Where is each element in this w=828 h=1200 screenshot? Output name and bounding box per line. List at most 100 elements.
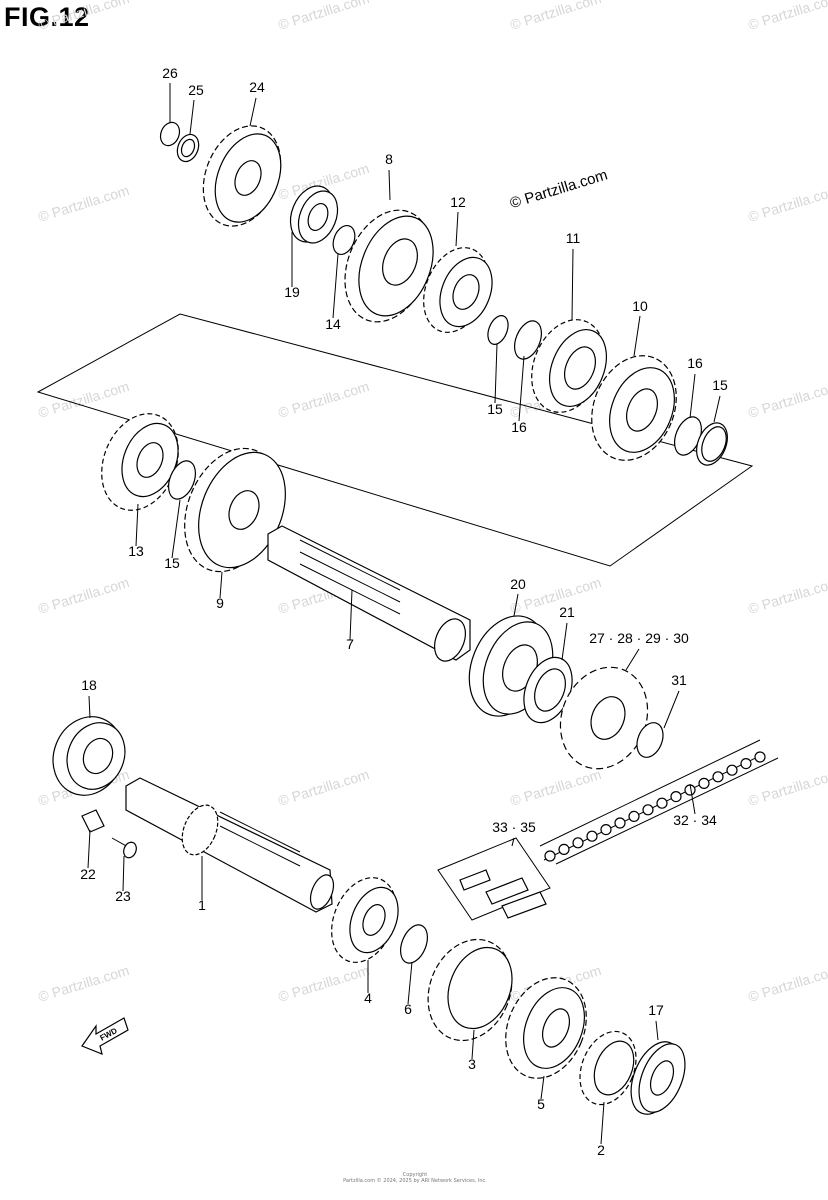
- part-gear-24[interactable]: [189, 114, 295, 237]
- callout-label[interactable]: 3: [468, 1056, 476, 1072]
- part-sprocket-27-30[interactable]: [546, 654, 663, 782]
- leader-line: [455, 211, 459, 247]
- chain-roller: [600, 823, 612, 836]
- part-gear-13[interactable]: [88, 402, 192, 522]
- footer-line-2: Partzilla.com © 2024, 2025 by ARI Networ…: [343, 1178, 487, 1184]
- callout-label[interactable]: 15: [712, 377, 728, 393]
- callout-label[interactable]: 11: [566, 230, 581, 246]
- callout-label[interactable]: 24: [249, 79, 265, 95]
- part-washer-16-a[interactable]: [509, 317, 546, 363]
- callout-label[interactable]: 23: [115, 888, 131, 904]
- callout-label[interactable]: 4: [364, 990, 372, 1006]
- leader-line: [332, 253, 339, 319]
- callout-label[interactable]: 31: [671, 672, 687, 688]
- part-gear-5[interactable]: [491, 966, 600, 1091]
- leader-line: [87, 829, 91, 869]
- part-circlip-26[interactable]: [157, 120, 183, 149]
- callout-label[interactable]: 12: [450, 194, 466, 210]
- leader-line: [135, 503, 139, 547]
- callout-label[interactable]: 19: [284, 284, 300, 300]
- callout-label[interactable]: 18: [81, 677, 97, 693]
- part-screw-23[interactable]: [111, 837, 139, 860]
- part-gear-9[interactable]: [167, 434, 301, 586]
- leader-line: [518, 355, 525, 422]
- watermark-text: © Partzilla.com: [36, 378, 131, 421]
- part-washer-14[interactable]: [329, 222, 359, 257]
- fwd-arrow-icon: FWD: [81, 1017, 129, 1055]
- part-master-link-33-35[interactable]: [437, 837, 551, 921]
- chain-roller: [656, 797, 668, 809]
- callout-label[interactable]: 22: [80, 866, 96, 882]
- callout-label[interactable]: 15: [164, 555, 180, 571]
- part-drive-chain-32-34[interactable]: [539, 739, 779, 865]
- callout-label[interactable]: 8: [385, 151, 393, 167]
- part-circlip-6[interactable]: [395, 921, 432, 967]
- leader-line: [540, 1075, 545, 1100]
- part-bearing-17[interactable]: [621, 1035, 694, 1122]
- part-gear-8[interactable]: [329, 197, 447, 335]
- callout-label[interactable]: 2: [597, 1142, 605, 1158]
- part-bearing-19[interactable]: [283, 180, 345, 249]
- leader-line: [219, 571, 223, 599]
- callout-label[interactable]: 15: [487, 401, 503, 417]
- leader-line: [88, 695, 91, 719]
- callout-label[interactable]: 1: [198, 897, 206, 913]
- callout-label[interactable]: 9: [216, 595, 224, 611]
- part-circlip-15-c[interactable]: [163, 457, 200, 503]
- part-gear-10[interactable]: [577, 343, 692, 473]
- part-gear-12[interactable]: [412, 238, 502, 342]
- leader-line: [561, 622, 568, 661]
- callout-label[interactable]: 17: [648, 1002, 664, 1018]
- part-bearing-18[interactable]: [41, 706, 134, 806]
- part-circlip-15-a[interactable]: [484, 313, 512, 348]
- callout-label[interactable]: 16: [687, 355, 703, 371]
- watermark-text: © Partzilla.com: [36, 182, 131, 225]
- callout-label[interactable]: 26: [162, 65, 178, 81]
- part-washer-25[interactable]: [173, 131, 202, 164]
- chain-roller: [572, 837, 584, 849]
- callout-label[interactable]: 10: [632, 298, 648, 314]
- part-gear-4[interactable]: [320, 868, 409, 972]
- part-driveshaft-1[interactable]: [125, 777, 338, 913]
- watermark-text: © Partzilla.com: [36, 574, 131, 617]
- part-circlip-31[interactable]: [632, 719, 668, 761]
- part-countershaft-7[interactable]: [267, 525, 471, 666]
- watermark-text: © Partzilla.com: [746, 378, 828, 421]
- chain-roller: [754, 751, 766, 763]
- callout-label[interactable]: 20: [510, 576, 526, 592]
- callout-label[interactable]: 13: [128, 543, 144, 559]
- watermark-text: © Partzilla.com: [746, 0, 828, 33]
- part-gear-2[interactable]: [570, 1023, 647, 1113]
- part-gear-11[interactable]: [518, 309, 617, 423]
- part-circlip-15-b[interactable]: [691, 418, 733, 469]
- part-plate-22[interactable]: [81, 809, 105, 833]
- figure-title: FIG.12: [4, 2, 90, 32]
- leader-line: [349, 589, 353, 641]
- callout-label[interactable]: 27 · 28 · 29 · 30: [589, 630, 689, 646]
- callout-label[interactable]: 32 · 34: [673, 812, 717, 828]
- callout-label[interactable]: 6: [404, 1001, 412, 1017]
- callout-label[interactable]: 5: [537, 1096, 545, 1112]
- leader-line: [663, 690, 680, 729]
- callout-label[interactable]: 7: [346, 636, 354, 652]
- leader-line: [633, 315, 641, 357]
- callout-label[interactable]: 14: [325, 316, 341, 332]
- callout-label[interactable]: 25: [188, 82, 204, 98]
- chain-roller: [712, 771, 724, 783]
- chain-roller: [614, 817, 626, 829]
- callout-label[interactable]: 16: [511, 419, 527, 435]
- watermark-text: © Partzilla.com: [746, 766, 828, 809]
- watermark-text: © Partzilla.com: [746, 182, 828, 225]
- chain-roller: [544, 850, 556, 862]
- chain-roller: [586, 830, 598, 842]
- watermark-text: © Partzilla.com: [36, 0, 131, 33]
- callout-label[interactable]: 33 · 35: [492, 819, 536, 835]
- watermark-text: © Partzilla.com: [36, 962, 131, 1005]
- callout-label[interactable]: 21: [559, 604, 575, 620]
- watermark-text: © Partzilla.com: [746, 962, 828, 1005]
- part-gear-3[interactable]: [413, 927, 526, 1053]
- chain-roller: [740, 757, 752, 770]
- leader-line: [407, 961, 413, 1005]
- footer-line-1: Copyright: [402, 1172, 428, 1178]
